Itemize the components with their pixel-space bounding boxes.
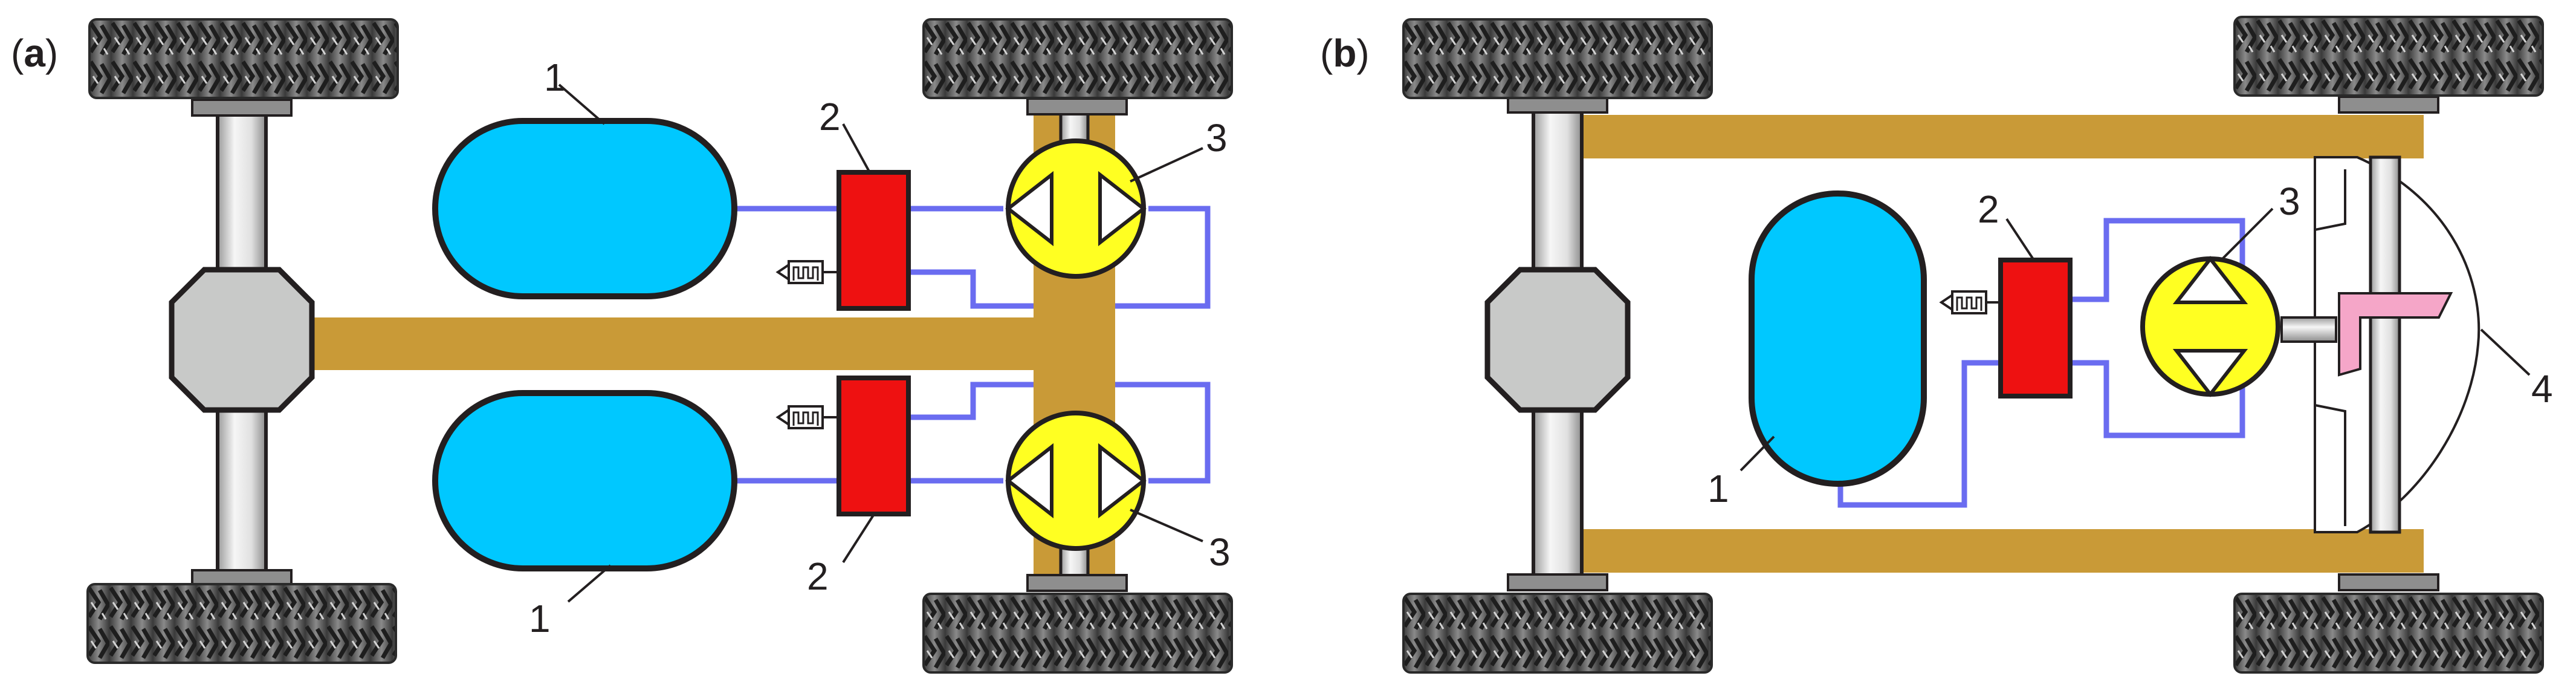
callout-1-top: 1 [544, 56, 566, 99]
panel-b: 1 2 3 4 [1402, 16, 2553, 674]
filter-icon [777, 260, 840, 284]
differential-b [1487, 270, 1628, 410]
panel-label-a: (a) [11, 31, 58, 75]
filter-icon [1940, 290, 2003, 314]
tire-icon [86, 583, 397, 664]
callout-2: 2 [1978, 187, 1999, 231]
hydrogen-tank-bottom [432, 390, 737, 571]
differential-a [172, 270, 312, 410]
callout-3-top: 3 [1206, 116, 1228, 160]
hydraulic-hoses-b [1837, 218, 2245, 508]
panel-label-b: (b) [1320, 31, 1370, 75]
front-axle-b [2280, 96, 2481, 591]
tire-icon [1402, 18, 1713, 99]
tire-icon [922, 593, 1233, 674]
callout-2-bottom: 2 [807, 555, 829, 598]
control-valve-top [837, 170, 911, 311]
tire-icon [922, 18, 1233, 99]
hydraulic-motor [2143, 259, 2278, 394]
tire-icon [1402, 593, 1713, 674]
callout-1-bottom: 1 [529, 597, 551, 640]
tire-icon [88, 18, 399, 99]
control-valve-bottom [837, 376, 911, 516]
control-valve [1998, 258, 2073, 399]
tire-icon [2233, 16, 2544, 97]
callout-3-bottom: 3 [1209, 530, 1231, 574]
callout-3: 3 [2279, 180, 2300, 223]
chassis-frame-b [1535, 115, 2424, 573]
callout-4: 4 [2531, 367, 2553, 411]
hydraulic-motor-top [1008, 141, 1144, 276]
callout-1: 1 [1707, 467, 1729, 510]
filter-icon [777, 405, 840, 429]
hydrogen-tank [1749, 190, 1927, 487]
panel-a: 1 2 3 1 2 3 [86, 18, 1233, 674]
callout-2-top: 2 [819, 95, 841, 138]
bevel-gear-icon [2338, 292, 2453, 377]
hydraulic-motor-bottom [1008, 413, 1144, 548]
tire-icon [2233, 593, 2544, 674]
hydrogen-tank-top [432, 118, 737, 299]
